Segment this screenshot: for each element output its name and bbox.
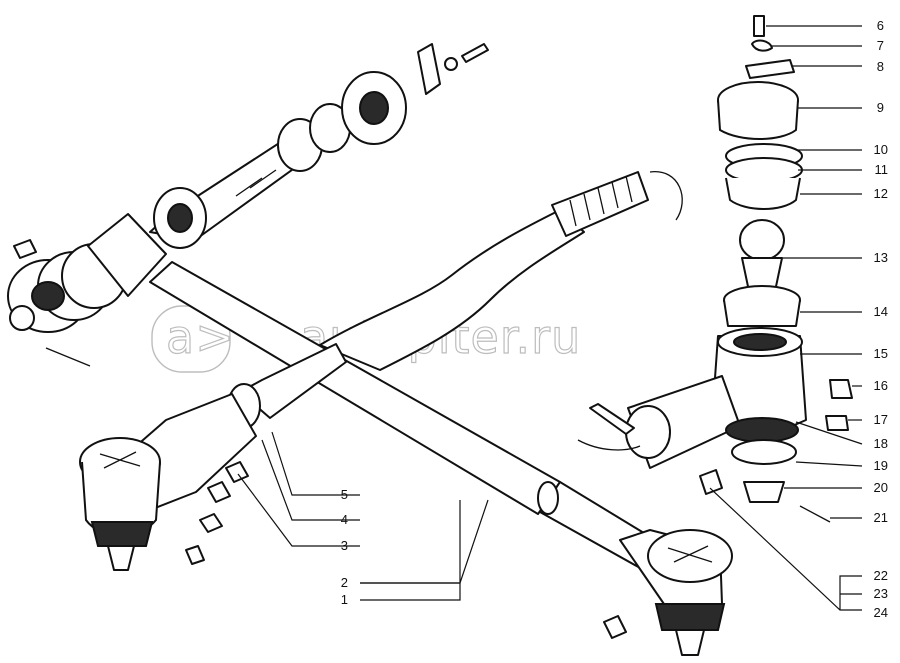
callout-1: 1 (341, 592, 348, 607)
right-ball-joint-stack (577, 15, 853, 523)
callout-labels: 1 2 3 4 5 6 7 8 9 10 11 12 13 14 15 16 1… (341, 18, 888, 620)
left-tie-rod-end (79, 393, 257, 571)
callout-19: 19 (874, 458, 888, 473)
callout-12: 12 (874, 186, 888, 201)
callout-23: 23 (874, 586, 888, 601)
callout-5: 5 (341, 487, 348, 502)
curved-drag-link (319, 171, 683, 371)
callout-8: 8 (877, 59, 884, 74)
callout-3: 3 (341, 538, 348, 553)
right-tie-rod-end (603, 529, 733, 656)
left-upper-ball-joint (7, 213, 167, 367)
callout-7: 7 (877, 38, 884, 53)
callout-24: 24 (874, 605, 888, 620)
leader-lines (237, 25, 863, 611)
callout-22: 22 (874, 568, 888, 583)
callout-15: 15 (874, 346, 888, 361)
callout-2: 2 (341, 575, 348, 590)
callout-11: 11 (875, 162, 889, 177)
bolt-and-plate-top (417, 43, 489, 95)
callout-9: 9 (877, 100, 884, 115)
callout-6: 6 (877, 18, 884, 33)
callout-16: 16 (874, 378, 888, 393)
callout-18: 18 (874, 436, 888, 451)
callout-4: 4 (341, 512, 348, 527)
callout-20: 20 (874, 480, 888, 495)
callout-13: 13 (874, 250, 888, 265)
upper-shaft-assembly (149, 71, 407, 249)
callout-14: 14 (874, 304, 888, 319)
callout-10: 10 (874, 142, 888, 157)
callout-21: 21 (874, 510, 888, 525)
callout-17: 17 (874, 412, 888, 427)
